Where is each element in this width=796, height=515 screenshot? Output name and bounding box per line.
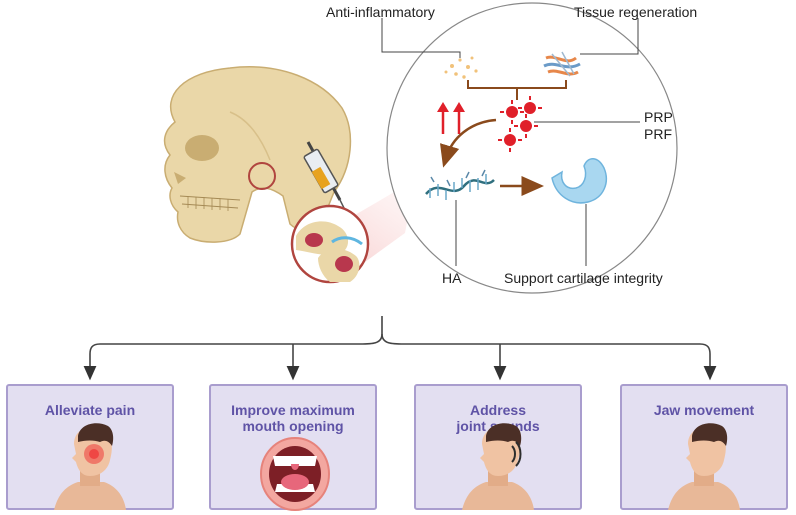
mechanism-circle — [386, 2, 678, 294]
connector-tissue-regeneration — [580, 18, 639, 55]
outcome-title: Alleviate pain — [44, 402, 136, 418]
outcome-box-mouth-opening: Improve maximum mouth opening — [209, 384, 377, 511]
outcome-box-joint-sounds: Address joint sounds — [414, 384, 582, 510]
curved-arrow — [440, 118, 497, 168]
joint-zoom-circle — [290, 204, 370, 284]
label-anti-inflammatory: Anti-inflammatory — [326, 4, 435, 20]
head-profile-icon — [668, 423, 740, 510]
connector-anti-inflammatory — [381, 18, 461, 58]
anti-inflammatory-particles — [444, 56, 478, 79]
tmj-highlight-circle — [248, 162, 276, 190]
outcome-title: Jaw movement — [653, 402, 755, 418]
outcome-box-jaw-movement: Jaw movement — [620, 384, 788, 510]
label-prf: PRF — [644, 126, 672, 142]
label-support-cartilage: Support cartilage integrity — [504, 270, 663, 286]
effect-bracket — [467, 80, 567, 100]
outcome-box-alleviate-pain: Alleviate pain — [6, 384, 174, 510]
tissue-fiber-icon — [543, 51, 581, 77]
label-ha: HA — [442, 270, 462, 286]
open-mouth-icon — [260, 437, 330, 511]
increase-arrows — [437, 102, 465, 134]
head-sound-icon — [462, 423, 534, 510]
label-prp: PRP — [644, 109, 673, 125]
outcome-title: Improve maximum mouth opening — [231, 402, 355, 434]
skull — [163, 66, 352, 243]
cartilage-icon — [551, 158, 608, 204]
head-pain-icon — [54, 423, 126, 510]
platelet-icons — [504, 102, 536, 146]
ha-molecule-icon — [425, 169, 495, 200]
label-tissue-regeneration: Tissue regeneration — [574, 4, 698, 20]
outcome-connectors — [83, 316, 717, 381]
syringe-icon — [303, 141, 347, 213]
